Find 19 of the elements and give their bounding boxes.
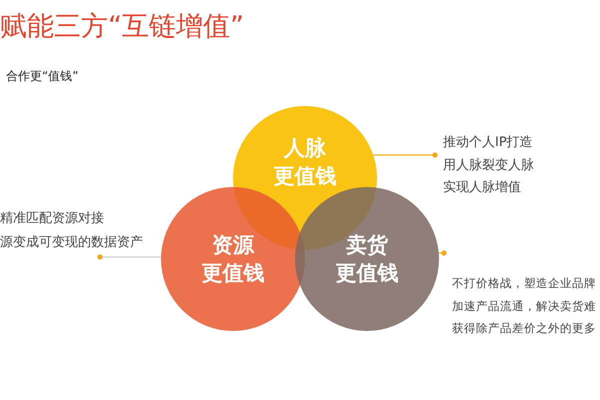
circle-label: 卖货: [346, 232, 388, 259]
description-text: 实现人脉增值: [443, 179, 522, 197]
description-text: 推动个人IP打造: [443, 134, 534, 152]
title: 赋能三方“互链增值”: [0, 10, 244, 44]
description-text: 加速产品流通，解决卖货难: [452, 298, 596, 314]
circle-label: 人脉: [284, 135, 326, 162]
description-text: 获得除产品差价之外的更多: [452, 320, 596, 337]
leader-line: [438, 250, 447, 256]
description-text: 用人脉裂变人脉: [443, 156, 534, 174]
description-text: 源变成可变现的数据资产: [0, 234, 143, 252]
subtitle: 合作更“值钱”: [6, 68, 78, 85]
description-text: 不打价格战，塑造企业品牌: [452, 275, 596, 292]
description-text: 精准匹配资源对接: [0, 210, 105, 228]
leader-line: [97, 254, 161, 260]
circle-label: 更值钱: [336, 260, 398, 287]
leader-line: [373, 152, 438, 158]
circle-label: 资源: [212, 232, 254, 259]
circle-label: 更值钱: [274, 163, 336, 190]
circle-label: 更值钱: [202, 260, 264, 287]
